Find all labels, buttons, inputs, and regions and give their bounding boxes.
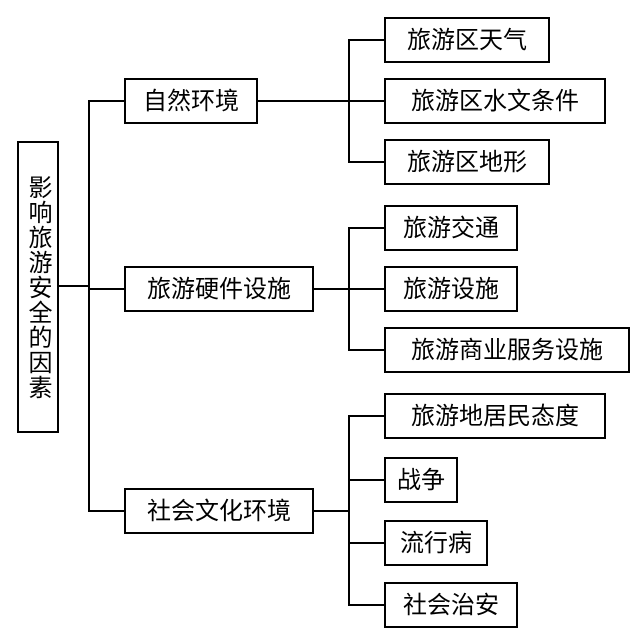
leaf-node: 旅游区水文条件 [384, 78, 606, 124]
category-node-hardware-facilities: 旅游硬件设施 [124, 266, 314, 312]
leaf-label: 旅游地居民态度 [411, 402, 579, 430]
leaf-label: 旅游区地形 [407, 148, 527, 176]
leaf-label: 社会治安 [403, 591, 499, 619]
category-label: 自然环境 [143, 87, 239, 115]
leaf-node: 旅游交通 [384, 205, 518, 251]
leaf-node: 旅游地居民态度 [384, 393, 606, 439]
leaf-label: 流行病 [400, 529, 472, 557]
leaf-label: 旅游交通 [403, 214, 499, 242]
category-node-natural-environment: 自然环境 [124, 78, 258, 124]
leaf-node: 旅游设施 [384, 266, 518, 312]
leaf-label: 战争 [397, 466, 445, 494]
leaf-node: 流行病 [384, 520, 488, 566]
leaf-label: 旅游区水文条件 [411, 87, 579, 115]
leaf-label: 旅游商业服务设施 [411, 336, 603, 364]
leaf-label: 旅游区天气 [407, 26, 527, 54]
leaf-node: 旅游区地形 [384, 139, 550, 185]
root-node: 影响旅游安全的因素 [17, 141, 59, 433]
category-label: 旅游硬件设施 [147, 275, 291, 303]
category-label: 社会文化环境 [147, 497, 291, 525]
leaf-label: 旅游设施 [403, 275, 499, 303]
leaf-node: 旅游区天气 [384, 17, 550, 63]
leaf-node: 战争 [384, 457, 458, 503]
leaf-node: 旅游商业服务设施 [384, 327, 630, 373]
root-label: 影响旅游安全的因素 [24, 174, 52, 400]
leaf-node: 社会治安 [384, 582, 518, 628]
category-node-social-culture: 社会文化环境 [124, 488, 314, 534]
